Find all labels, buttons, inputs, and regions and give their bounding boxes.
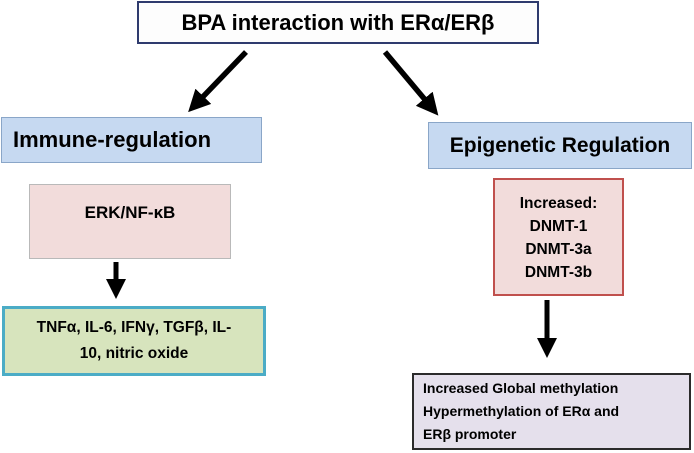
erk-nfkb-box: ERK/NF-κB <box>29 184 231 259</box>
methylation-outcome-line: Hypermethylation of ERα and <box>423 403 620 419</box>
cytokine-outputs-box: TNFα, IL-6, IFNγ, TGFβ, IL- 10, nitric o… <box>2 306 266 376</box>
epigenetic-regulation-heading: Epigenetic Regulation <box>449 133 671 157</box>
increased-label: Increased: <box>519 195 598 212</box>
immune-regulation-heading: Immune-regulation <box>13 127 212 152</box>
immune-regulation-box: Immune-regulation <box>1 117 262 163</box>
methylation-outcome-line: Increased Global methylation <box>423 380 619 396</box>
cytokine-outputs-line-2: 10, nitric oxide <box>79 345 189 362</box>
bpa-interaction-box: BPA interaction with ERα/ERβ <box>137 1 539 44</box>
dnmt-item: DNMT-3a <box>525 241 592 258</box>
methylation-outcome-box: Increased Global methylation Hypermethyl… <box>412 373 691 450</box>
epigenetic-regulation-box: Epigenetic Regulation <box>428 122 692 169</box>
arrow-to-immune <box>188 50 248 113</box>
arrow-to-epigenetic <box>382 50 439 116</box>
cytokine-outputs-line-1: TNFα, IL-6, IFNγ, TGFβ, IL- <box>36 319 232 336</box>
dnmt-item: DNMT-3b <box>524 264 593 281</box>
increased-dnmt-box: Increased: DNMT-1 DNMT-3a DNMT-3b <box>493 178 624 296</box>
bpa-interaction-title: BPA interaction with ERα/ERβ <box>181 9 495 35</box>
dnmt-item: DNMT-1 <box>529 218 588 235</box>
erk-nfkb-label: ERK/NF-κB <box>84 203 176 222</box>
methylation-outcome-line: ERβ promoter <box>423 426 517 442</box>
